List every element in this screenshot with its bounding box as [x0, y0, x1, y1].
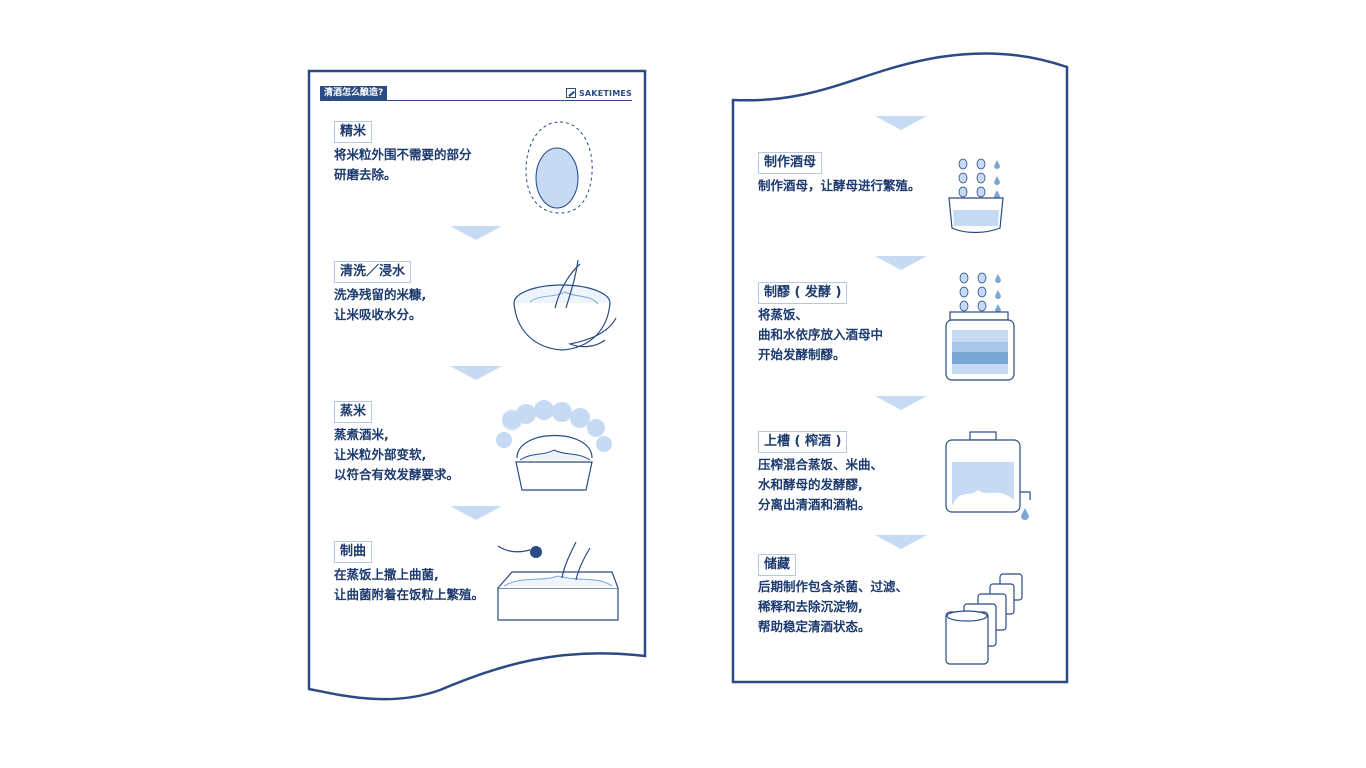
flow-arrow	[450, 226, 502, 240]
koji-making-icon	[497, 541, 619, 621]
flow-arrow	[875, 396, 927, 410]
page-title: 清酒怎么酿造?	[320, 86, 388, 100]
brand-logo: SAKETIMES	[565, 86, 632, 100]
step-desc-koji: 在蒸饭上撒上曲菌, 让曲菌附着在饭粒上繁殖。	[334, 567, 485, 602]
step-label-steaming: 蒸米	[334, 401, 373, 423]
flow-arrow	[450, 506, 502, 520]
yeast-starter-icon	[948, 158, 1004, 234]
flow-arrow	[875, 535, 927, 549]
header-divider	[320, 100, 632, 101]
step-label-storage: 储藏	[758, 554, 797, 576]
step-label-koji: 制曲	[334, 541, 373, 563]
fermentation-jar-icon	[945, 272, 1015, 381]
step-label-pressing: 上槽 ( 榨酒 )	[758, 431, 848, 453]
flow-arrow	[875, 116, 927, 130]
storage-tanks-icon	[945, 573, 1023, 665]
pressing-tank-icon	[945, 431, 1031, 520]
step-desc-washing: 洗净残留的米糠, 让米吸收水分。	[334, 287, 427, 322]
step-desc-polishing: 将米粒外围不需要的部分 研磨去除。	[334, 147, 472, 182]
step-desc-fermentation: 将蒸饭、 曲和水依序放入酒母中 开始发酵制醪。	[758, 307, 884, 362]
flow-arrow	[450, 366, 502, 380]
flow-arrow	[875, 256, 927, 270]
step-label-washing: 清洗／浸水	[334, 261, 412, 283]
polished-rice-icon	[525, 121, 593, 214]
step-label-yeast-starter: 制作酒母	[758, 152, 823, 174]
washing-rice-icon	[513, 259, 617, 351]
step-desc-yeast-starter: 制作酒母，让酵母进行繁殖。	[758, 178, 921, 193]
steaming-rice-icon	[496, 400, 612, 491]
step-desc-storage: 后期制作包含杀菌、过滤、 稀释和去除沉淀物, 帮助稳定清酒状态。	[758, 579, 909, 634]
step-label-fermentation: 制醪 ( 发酵 )	[758, 282, 848, 304]
step-desc-steaming: 蒸煮酒米, 让米粒外部变软, 以符合有效发酵要求。	[334, 427, 460, 482]
saketimes-logo-icon	[565, 88, 576, 98]
page-header: 清酒怎么酿造? SAKETIMES	[320, 86, 632, 102]
step-desc-pressing: 压榨混合蒸饭、米曲、 水和酵母的发酵醪, 分离出清酒和酒粕。	[758, 457, 884, 512]
brand-name: SAKETIMES	[578, 88, 632, 98]
step-label-polishing: 精米	[334, 121, 373, 143]
